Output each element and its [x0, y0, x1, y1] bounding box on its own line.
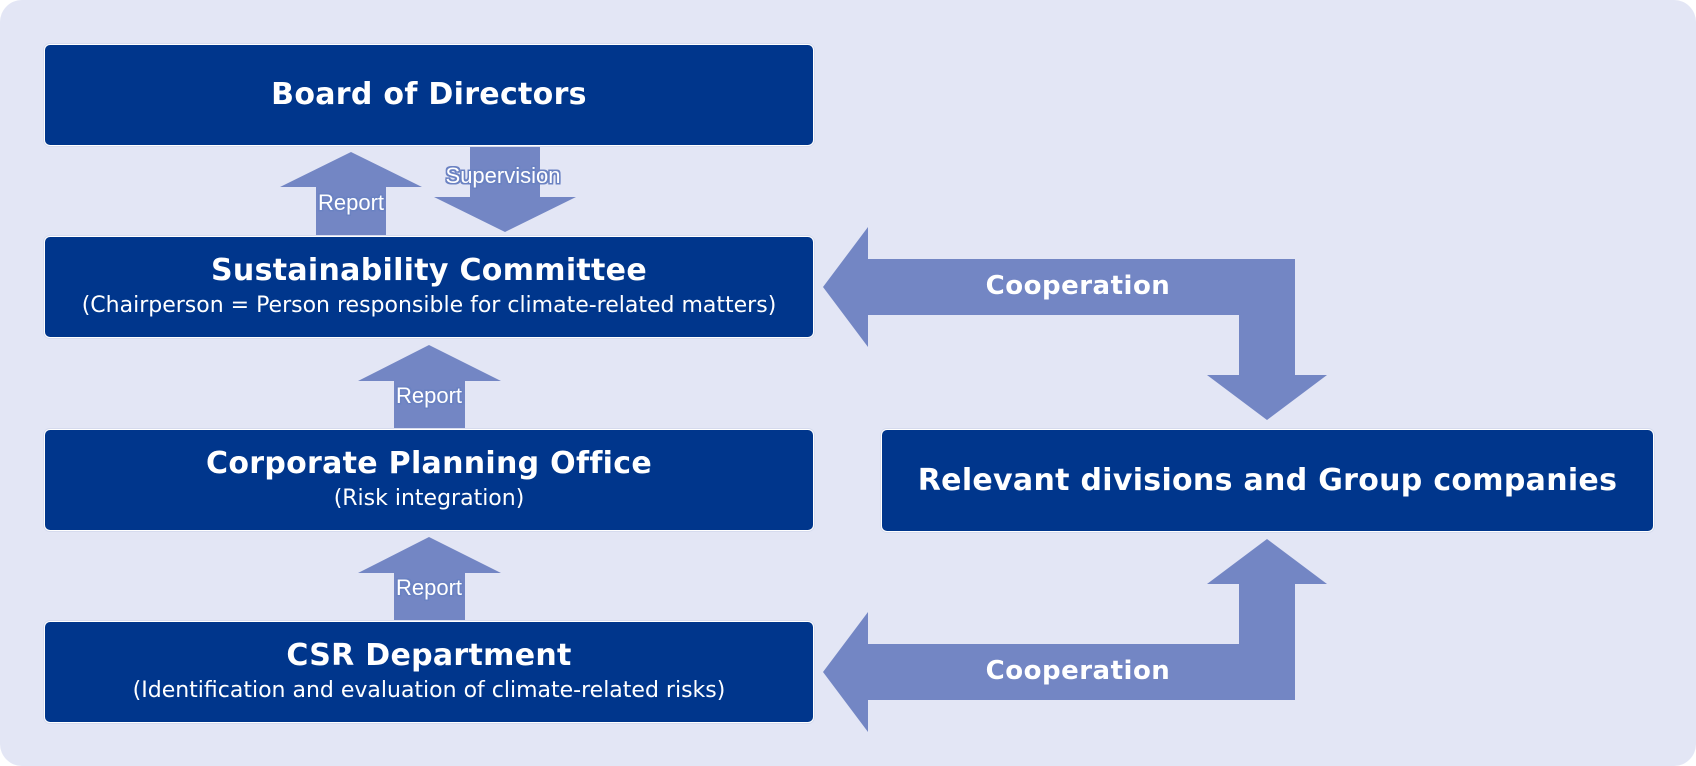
csr-department-box: CSR Department (Identification and evalu…: [44, 621, 814, 723]
corporate-planning-office-title: Corporate Planning Office: [206, 446, 652, 481]
relevant-divisions-title: Relevant divisions and Group companies: [917, 462, 1618, 498]
supervision-arrow: [434, 146, 576, 232]
csr-department-title: CSR Department: [286, 638, 572, 673]
sustainability-committee-subtitle: (Chairperson = Person responsible for cl…: [81, 293, 777, 318]
report-arrow-to-board: [280, 152, 422, 236]
sustainability-committee-title: Sustainability Committee: [211, 253, 647, 288]
cooperation-arrow-lower: [823, 539, 1327, 732]
report-arrow-to-committee: [358, 345, 501, 429]
sustainability-committee-box: Sustainability Committee (Chairperson = …: [44, 236, 814, 338]
corporate-planning-office-box: Corporate Planning Office (Risk integrat…: [44, 429, 814, 531]
board-of-directors-title: Board of Directors: [271, 77, 587, 112]
cooperation-arrow-upper: [823, 227, 1327, 420]
supervision-label: Supervision: [445, 163, 561, 188]
report-arrow-to-planning: [358, 537, 501, 621]
cooperation-label-lower: Cooperation: [985, 656, 1171, 686]
report-label-to-planning: Report: [395, 575, 463, 600]
cooperation-label-upper: Cooperation: [985, 271, 1171, 301]
report-label-to-committee: Report: [395, 383, 463, 408]
csr-department-subtitle: (Identification and evaluation of climat…: [132, 678, 726, 703]
report-label-to-board: Report: [317, 190, 385, 215]
corporate-planning-office-subtitle: (Risk integration): [333, 486, 525, 511]
board-of-directors-box: Board of Directors: [44, 44, 814, 146]
relevant-divisions-box: Relevant divisions and Group companies: [881, 429, 1654, 532]
